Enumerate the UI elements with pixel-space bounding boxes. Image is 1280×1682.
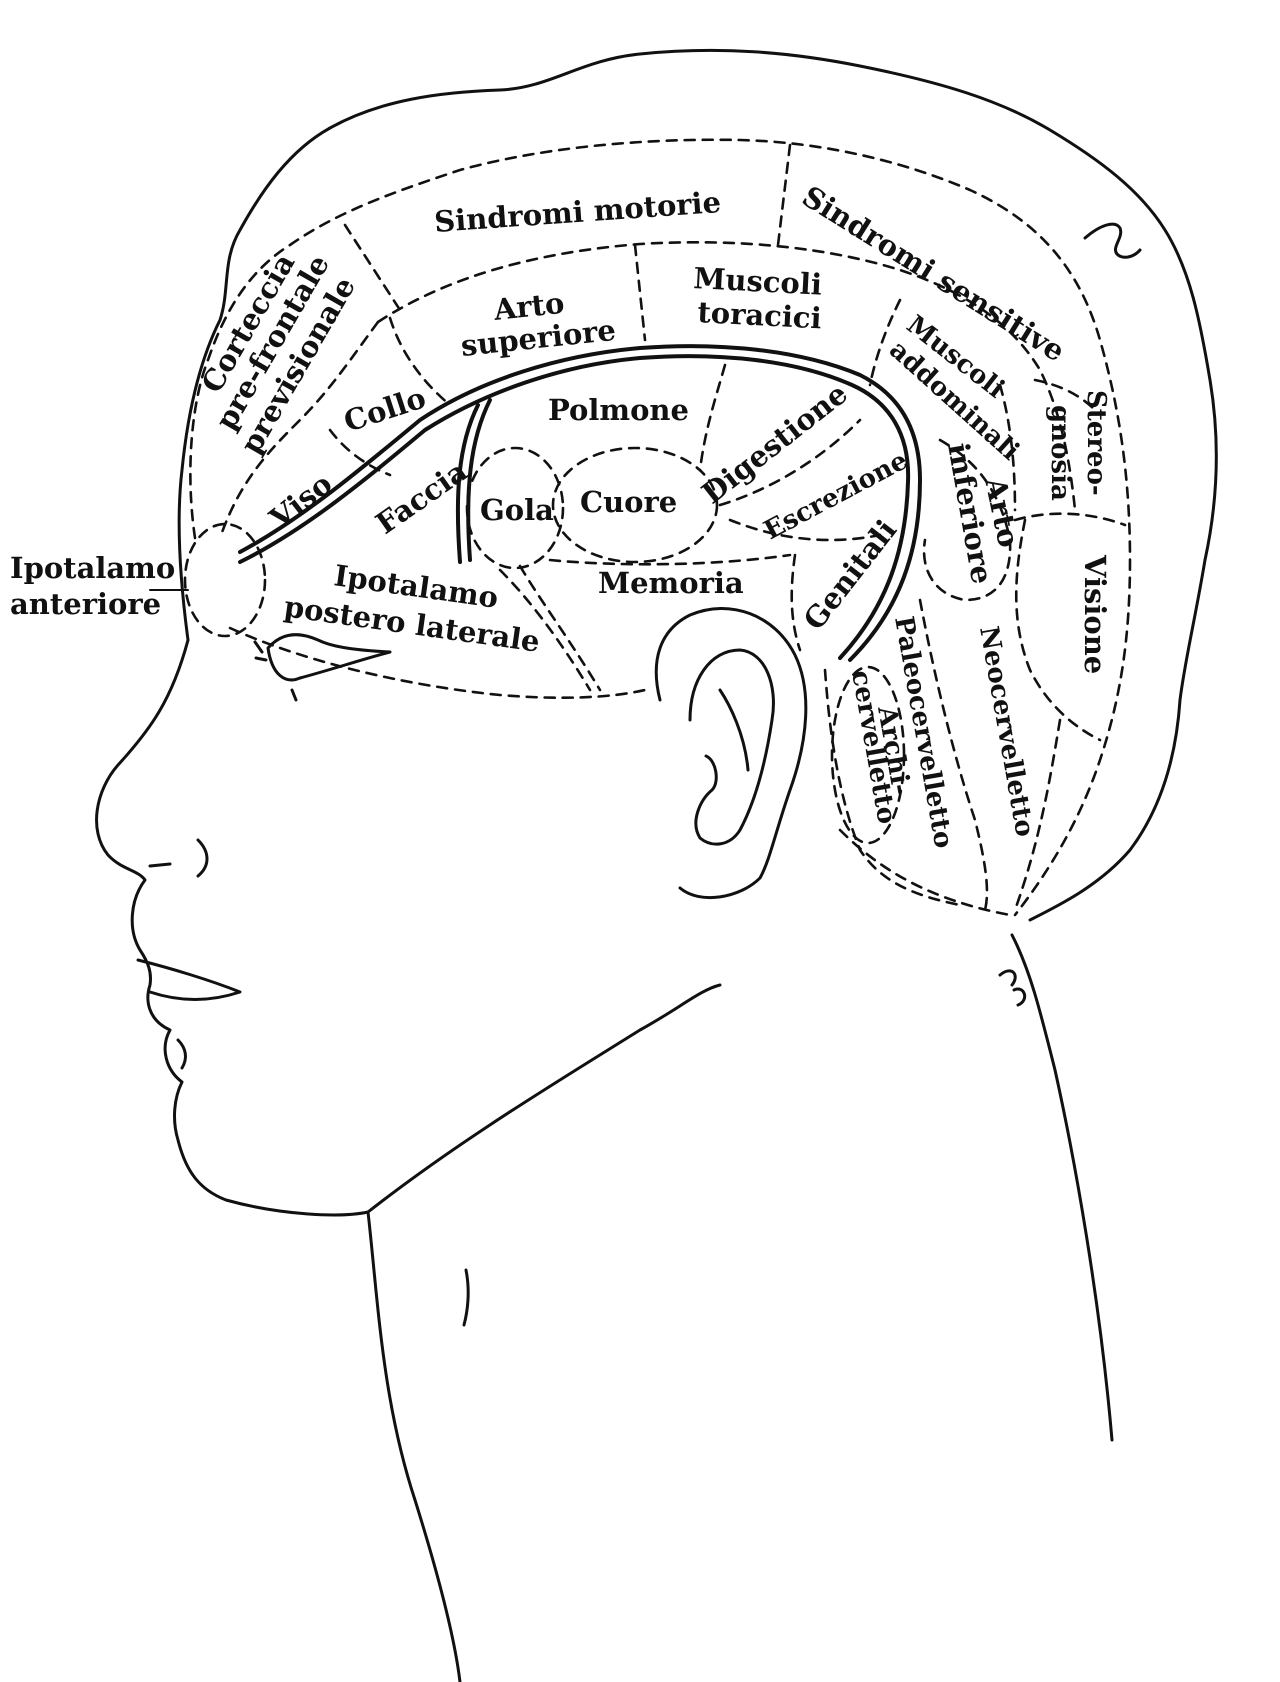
face-profile (95, 638, 370, 1217)
jaw-line (366, 983, 722, 1214)
label-arto-superiore-1: Arto (491, 286, 566, 327)
neo-left (918, 598, 989, 912)
label-muscoli-toracici-2: toracici (697, 295, 823, 335)
addominali-stereo-divider (998, 383, 1017, 512)
region-borders (183, 138, 1132, 917)
nape-mark (998, 969, 1027, 1007)
label-visione: Visione (1078, 554, 1112, 674)
arto-toracici-divider (633, 243, 647, 342)
neck-back (1010, 933, 1114, 1442)
cerebellum-bottom (838, 828, 1012, 917)
label-polmone: Polmone (548, 393, 689, 427)
archicervelletto-border (830, 665, 906, 845)
genitali-left (790, 553, 802, 652)
eyelash (253, 640, 298, 702)
memoria-top (548, 553, 792, 566)
nostril (148, 862, 172, 868)
outer-region-border (189, 138, 1132, 917)
eye (266, 633, 392, 682)
prefrontal-motor-divider (343, 223, 402, 312)
region-labels: Sindromi motorie Sindromi sensitive Cort… (10, 179, 1112, 850)
arto-collo-divider (388, 316, 452, 407)
digestione-escrezione (718, 418, 862, 507)
arto-inferiore-border (922, 438, 1012, 602)
neck-mark (462, 1268, 470, 1327)
ipotalamo-anteriore-border (183, 522, 267, 638)
central-band-outer (238, 344, 922, 662)
collo-lower (328, 428, 392, 477)
ear-outer (654, 606, 808, 900)
hair-front (177, 48, 1218, 922)
escrezione-lower (728, 518, 882, 542)
label-memoria: Memoria (598, 566, 744, 600)
polmone-divider (698, 363, 727, 472)
prefrontal-lower (218, 320, 380, 540)
visione-top (1013, 512, 1127, 527)
faccia-band-2 (455, 403, 480, 564)
label-stereognosia-1: Stereo- (1081, 390, 1111, 496)
head-outline (95, 633, 1114, 1682)
toracici-addominali-divider (868, 298, 902, 387)
solid-bands (238, 344, 922, 662)
ear-inner (688, 648, 775, 846)
nose-wing (196, 838, 209, 878)
label-ipotalamo-anteriore-1: Ipotalamo (10, 551, 175, 585)
faccia-band-1 (466, 398, 492, 562)
neo-right (1013, 718, 1062, 912)
label-cuore: Cuore (580, 485, 677, 519)
cuore-border (551, 446, 719, 564)
top-band-inner (376, 240, 1077, 512)
ear-fold (718, 688, 750, 772)
ipotalamo-posterior-bottom (228, 626, 647, 700)
stereo-top (1033, 378, 1097, 412)
label-ipotalamo-anteriore-2: anteriore (10, 587, 161, 621)
label-muscoli-toracici-1: Muscoli (693, 261, 823, 302)
label-genitali: Genitali (797, 513, 904, 636)
motor-sensory-divider (776, 143, 792, 247)
label-collo: Collo (340, 380, 430, 438)
ipotalamo-posterior-right (498, 568, 592, 692)
hair-outline (177, 48, 1218, 922)
label-gola: Gola (480, 493, 554, 527)
paleo-border (823, 668, 962, 907)
central-band-inner (238, 354, 911, 660)
label-stereognosia-2: gnosia (1045, 405, 1075, 501)
neck-front (366, 1210, 462, 1682)
memoria-left (518, 564, 602, 692)
label-neocervelletto: Neocervelletto (973, 624, 1040, 839)
lips (136, 958, 242, 1001)
chin-crease (176, 1038, 187, 1070)
visione-left (1015, 518, 1102, 742)
label-sindromi-motorie: Sindromi motorie (433, 185, 722, 239)
hair-curl (1083, 222, 1142, 259)
